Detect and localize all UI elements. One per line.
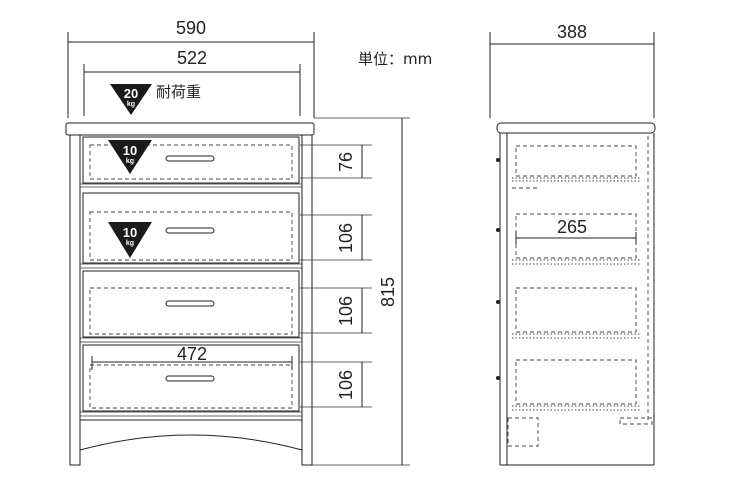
svg-text:76: 76 (336, 152, 356, 172)
svg-text:kg: kg (127, 101, 135, 108)
svg-text:106: 106 (336, 296, 356, 326)
drawer-handle (165, 155, 215, 162)
width-inner-label: 522 (177, 48, 207, 68)
svg-text:106: 106 (336, 223, 356, 253)
svg-text:kg: kg (126, 240, 134, 247)
load-badge-drawer-1: 10 kg (108, 140, 152, 174)
unit-label: 単位：mm (358, 50, 432, 68)
side-cabinet (496, 122, 656, 466)
side-drawer-1 (512, 145, 640, 189)
dimension-388: 388 (489, 22, 655, 118)
svg-text:10: 10 (123, 225, 137, 240)
dimension-265: 265 (515, 217, 637, 244)
drawer-height-dims: 76 106 106 106 (300, 144, 372, 408)
svg-text:106: 106 (336, 370, 356, 400)
svg-text:10: 10 (123, 143, 137, 158)
load-badge-top: 20 kg (110, 84, 152, 115)
drawer-handle (165, 300, 215, 307)
depth-label: 388 (557, 22, 587, 42)
drawer-3 (80, 270, 302, 343)
side-drawer-4 (507, 359, 653, 447)
cabinet-sides (69, 134, 313, 466)
svg-text:kg: kg (126, 158, 134, 165)
top-board (65, 122, 315, 136)
drawer-depth-label: 265 (557, 217, 587, 237)
base-plinth (79, 419, 303, 451)
drawer-handle (165, 375, 215, 382)
drawer-inner-width-label: 472 (177, 344, 207, 364)
dimension-590: 590 (67, 18, 315, 52)
svg-text:20: 20 (124, 86, 138, 101)
dimension-522: 522 (67, 48, 315, 118)
side-drawer-3 (512, 287, 640, 339)
load-capacity-label: 耐荷重 (156, 83, 201, 101)
total-height-label: 815 (378, 277, 398, 307)
dimension-472: 472 (91, 344, 293, 370)
width-outer-label: 590 (176, 18, 206, 38)
drawer-handle (165, 227, 215, 234)
load-badge-drawer-2: 10 kg (108, 222, 152, 258)
drawer-4 (80, 344, 302, 417)
dimension-815: 815 (312, 117, 410, 466)
